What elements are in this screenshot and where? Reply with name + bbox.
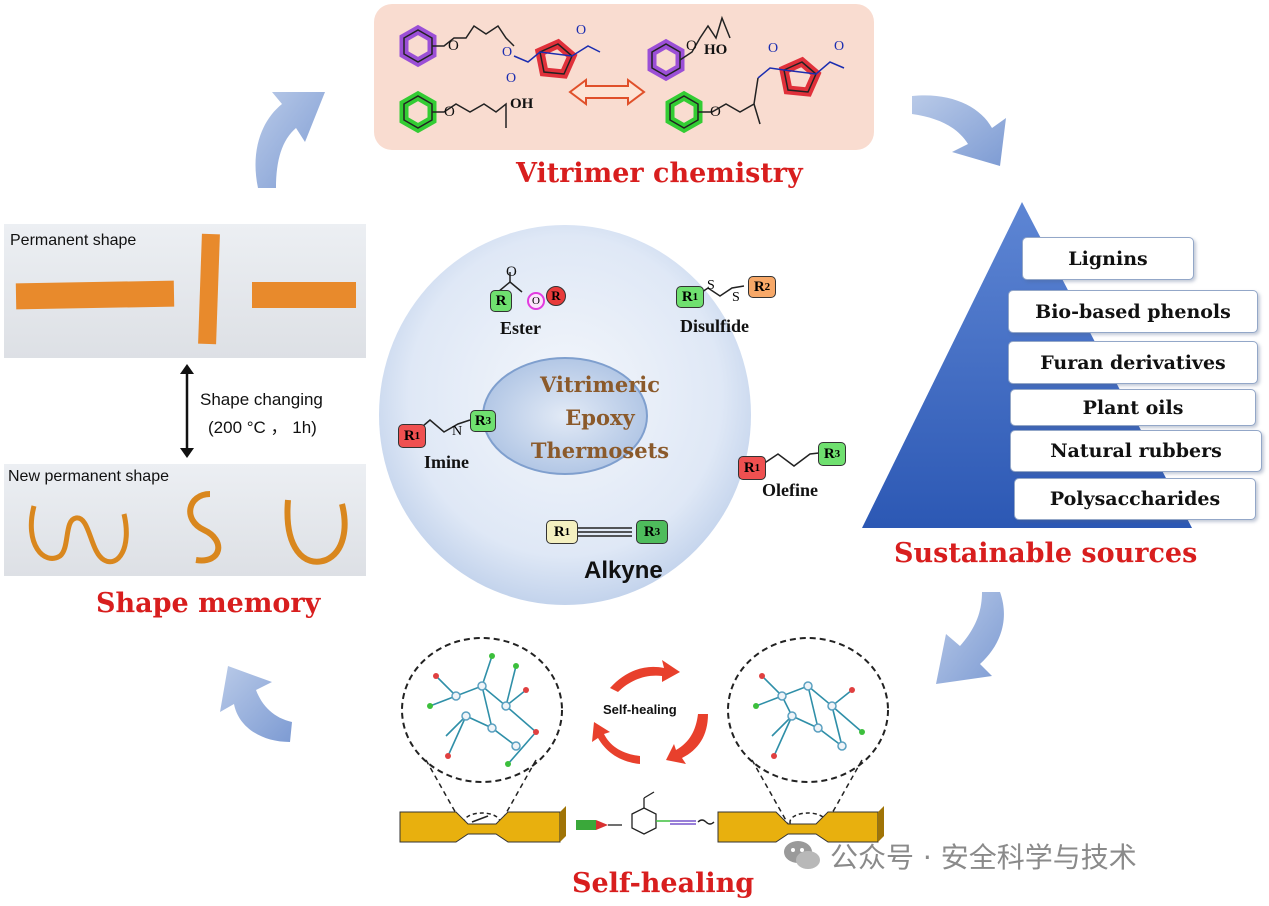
curled-strips [28,491,348,565]
ester-o-pink: O [527,292,545,310]
self-healing-cycle-label: Self-healing [603,702,677,717]
sustainable-sources-title: Sustainable sources [894,538,1198,569]
self-healing-title: Self-healing [572,868,755,899]
atom-imine-r1: R [403,427,415,444]
red-furan-left [534,38,578,79]
atom-r1: R [681,288,693,305]
atom-sub1: 1 [692,291,699,303]
central-ellipse [379,225,751,605]
orange-strip-vertical [198,233,220,345]
cycle-arrow-top-right [912,95,1006,166]
atom-alkyne-sub1: 1 [564,526,571,538]
svg-text:O: O [448,38,459,54]
atom-olefine-r1: R [743,459,755,476]
exchange-arrow [568,78,646,106]
bond-label-olefine: Olefine [762,480,818,500]
cycle-arrow-bottom-right [936,592,1004,684]
bond-label-imine: Imine [424,452,469,472]
bond-structures [415,272,745,537]
disulfide-s2: S [732,290,740,305]
source-polysaccharides: Polysaccharides [1014,478,1256,520]
svg-text:O: O [506,71,516,86]
vitrimer-structures: O O O O O OH O HO O O O [399,15,845,134]
permanent-shape-label: Permanent shape [10,232,137,249]
svg-text:O: O [502,45,512,60]
atom-imine-sub3: 3 [485,415,492,427]
ester-carbonyl-o: O [506,264,517,280]
atom-olefine-sub1: 1 [754,462,761,474]
bond-label-alkyne: Alkyne [584,557,663,584]
disulfide-s1: S [707,278,715,293]
source-natural-rubbers: Natural rubbers [1010,430,1262,472]
center-title-line-1: Vitrimeric [539,372,661,397]
atom-olefine-sub3: 3 [834,448,841,460]
center-title-line-3: Thermosets [530,438,670,463]
vitrimer-chemistry-title: Vitrimer chemistry [516,158,803,189]
orange-strip-right [252,282,356,308]
cycle-arrow-bottom-left [220,666,292,742]
watermark-text: 公众号 · 安全科学与技术 [830,841,1137,874]
bond-label-disulfide: Disulfide [680,316,750,336]
center-title: Vitrimeric Epoxy Thermosets [530,368,670,467]
cycle-arrow-top-left [255,92,325,188]
atom-r-2: R [551,288,561,303]
atom-imine-sub1: 1 [414,430,421,442]
orange-strip-left [15,280,175,310]
source-furan-derivatives: Furan derivatives [1008,341,1258,384]
svg-text:O: O [710,104,721,120]
oh-label-left: OH [510,96,534,112]
atom-alkyne-sub3: 3 [654,526,661,538]
oh-label-right: HO [704,42,727,58]
shape-changing-line-1: Shape changing [200,390,323,409]
olefine-structure [759,451,829,467]
ester-r-red: R [546,286,566,306]
atom-alkyne-r1: R [553,523,565,540]
svg-text:O: O [576,23,586,38]
svg-text:O: O [686,38,697,54]
imine-n: N [452,424,463,439]
red-furan-right [778,56,822,97]
shape-change-arrow [180,364,194,458]
permanent-shape-photo: Permanent shape [4,224,366,358]
center-title-line-2: Epoxy [565,405,635,430]
wechat-icon [782,838,822,872]
atom-r: R [495,292,507,309]
atom-olefine-r3: R [823,445,835,462]
shape-memory-title: Shape memory [96,588,321,619]
atom-o: O [532,295,540,307]
vitrimer-chemistry-panel [374,4,874,150]
source-plant-oils: Plant oils [1010,389,1256,426]
source-lignins: Lignins [1022,237,1194,280]
atom-imine-r3: R [474,412,486,429]
source-bio-based-phenols: Bio-based phenols [1008,290,1258,333]
atom-sub2: 2 [764,281,771,293]
bond-label-ester: Ester [500,318,541,338]
shape-changing-line-2: (200 °C ， 1h) [208,418,317,437]
svg-text:O: O [834,39,844,54]
svg-text:O: O [768,41,778,56]
svg-text:O: O [444,104,455,120]
atom-r2: R [753,278,765,295]
new-permanent-shape-label: New permanent shape [8,468,169,485]
new-permanent-shape-photo: New permanent shape [4,464,366,576]
ester-r-green: R [490,290,512,312]
atom-alkyne-r3: R [643,523,655,540]
self-healing-illustration [399,637,889,843]
